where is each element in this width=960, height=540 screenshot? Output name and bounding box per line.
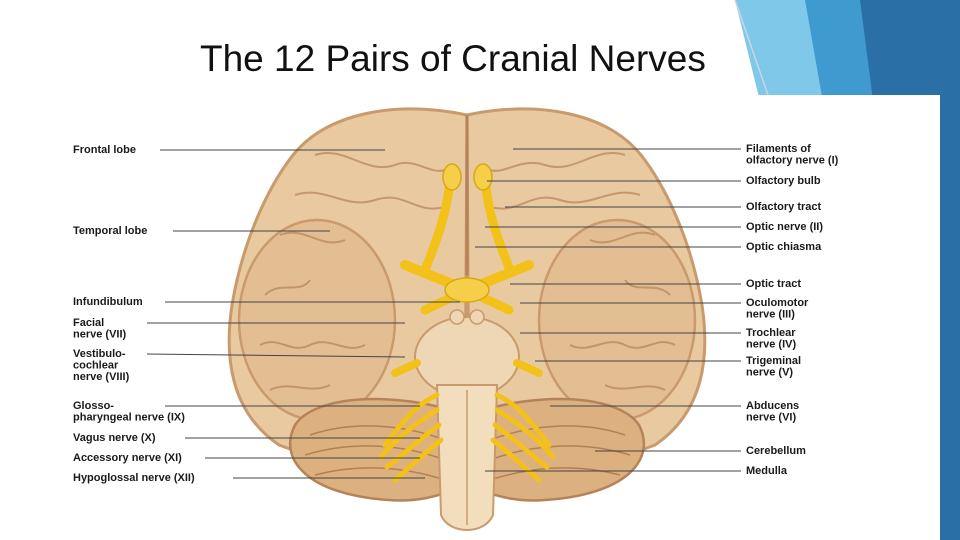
- label-line: nerve (VII): [73, 329, 127, 341]
- label-temporal-lobe: Temporal lobe: [73, 225, 147, 237]
- label-line: Frontal lobe: [73, 144, 136, 156]
- label-line: Temporal lobe: [73, 225, 147, 237]
- label-line: Optic chiasma: [746, 241, 822, 253]
- label-line: Accessory nerve (XI): [73, 452, 182, 464]
- label-medulla: Medulla: [746, 465, 788, 477]
- right-temporal-lobe: [539, 220, 695, 420]
- label-cerebellum: Cerebellum: [746, 445, 806, 457]
- label-accessory-nerve: Accessory nerve (XI): [73, 452, 182, 464]
- label-optic-nerve: Optic nerve (II): [746, 221, 823, 233]
- label-line: Trigeminal: [746, 355, 801, 367]
- label-optic-chiasma: Optic chiasma: [746, 241, 822, 253]
- label-line: Oculomotor: [746, 297, 809, 309]
- label-line: nerve (V): [746, 367, 793, 379]
- label-line: Hypoglossal nerve (XII): [73, 472, 195, 484]
- left-olfactory-bulb: [443, 164, 461, 190]
- right-olfactory-bulb: [474, 164, 492, 190]
- label-line: Filaments of: [746, 143, 811, 155]
- label-frontal-lobe: Frontal lobe: [73, 144, 136, 156]
- label-line: nerve (VI): [746, 412, 796, 424]
- label-line: Medulla: [746, 465, 788, 477]
- label-line: Trochlear: [746, 327, 796, 339]
- label-vagus-nerve: Vagus nerve (X): [73, 432, 156, 444]
- label-line: olfactory nerve (I): [746, 155, 839, 167]
- label-line: cochlear: [73, 360, 119, 372]
- label-line: Abducens: [746, 400, 799, 412]
- label-hypoglossal-nerve: Hypoglossal nerve (XII): [73, 472, 195, 484]
- slide-title: The 12 Pairs of Cranial Nerves: [200, 38, 706, 80]
- label-line: nerve (IV): [746, 339, 796, 351]
- label-line: Optic tract: [746, 278, 801, 290]
- label-line: Glosso-: [73, 400, 114, 412]
- label-optic-tract: Optic tract: [746, 278, 801, 290]
- label-line: Vagus nerve (X): [73, 432, 156, 444]
- label-line: nerve (III): [746, 309, 795, 321]
- label-line: Infundibulum: [73, 296, 143, 308]
- label-line: Olfactory tract: [746, 201, 822, 213]
- label-line: Olfactory bulb: [746, 175, 821, 187]
- label-line: Vestibulo-: [73, 348, 126, 360]
- label-line: Cerebellum: [746, 445, 806, 457]
- optic-chiasma-shape: [445, 278, 489, 302]
- label-infundibulum: Infundibulum: [73, 296, 143, 308]
- brain-illustration: [229, 109, 705, 530]
- label-olfactory-bulb: Olfactory bulb: [746, 175, 821, 187]
- left-temporal-lobe: [239, 220, 395, 420]
- label-line: Facial: [73, 317, 104, 329]
- label-olfactory-tract: Olfactory tract: [746, 201, 822, 213]
- label-line: nerve (VIII): [73, 371, 130, 383]
- label-line: pharyngeal nerve (IX): [73, 412, 185, 424]
- label-line: Optic nerve (II): [746, 221, 823, 233]
